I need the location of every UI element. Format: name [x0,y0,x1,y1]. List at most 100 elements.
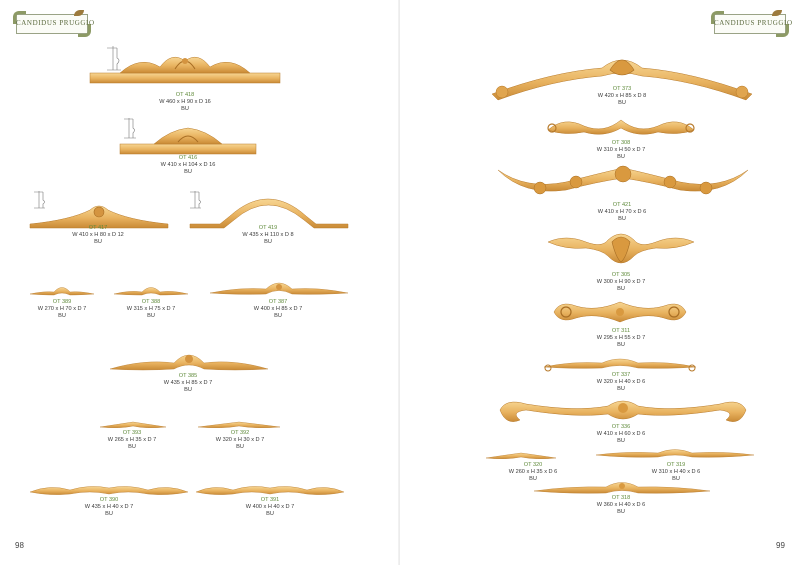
ornament-ot336 [496,396,750,430]
product-code: OT 388 [141,299,161,305]
product-code: OT 337 [611,372,631,378]
product-finish: BU [618,100,626,106]
ornament-ot373 [491,50,753,102]
catalog-page-left: Candidus Pruggio OT 418 W 460 x H 90 x D… [13,10,349,550]
product-finish: BU [617,509,625,515]
product-dimensions: W 315 x H 75 x D 7 [126,306,176,312]
ornament-ot392 [197,420,281,430]
ornament-ot419 [189,190,349,230]
product-dimensions: W 410 x H 80 x D 12 [72,232,124,238]
product-code: OT 418 [175,92,195,98]
product-finish: BU [529,476,537,482]
product-code: OT 417 [88,225,108,231]
product-finish: BU [105,511,113,517]
caption-ot318: OT 318 W 360 x H 40 x D 6 BU [581,495,661,516]
product-dimensions: W 400 x H 40 x D 7 [245,504,295,510]
brand-logo-right: Candidus Pruggio [711,10,793,37]
caption-ot336: OT 336 W 410 x H 60 x D 6 BU [581,424,661,445]
product-dimensions: W 270 x H 70 x D 7 [37,306,87,312]
ornament-ot308 [544,114,698,138]
product-finish: BU [128,444,136,450]
product-code: OT 387 [268,299,288,305]
product-finish: BU [617,438,625,444]
brand-logo-left: Candidus Pruggio [13,10,95,37]
ornament-ot318 [533,478,711,496]
ornament-ot389 [29,283,95,297]
product-dimensions: W 435 x H 110 x D 8 [242,232,294,238]
product-code: OT 311 [611,328,631,334]
product-code: OT 305 [611,272,631,278]
product-finish: BU [617,154,625,160]
caption-ot421: OT 421 W 410 x H 70 x D 6 BU [582,202,662,223]
profile-section-icon [124,118,136,139]
product-dimensions: W 410 x H 70 x D 6 [597,209,647,215]
product-code: OT 320 [523,462,543,468]
product-code: OT 373 [612,86,632,92]
product-code: OT 392 [230,430,250,436]
ornament-ot416 [119,122,257,156]
product-dimensions: W 435 x H 85 x D 7 [163,380,213,386]
caption-ot320: OT 320 W 260 x H 35 x D 6 BU [493,462,573,483]
profile-section-icon [190,191,201,209]
product-dimensions: W 410 x H 60 x D 6 [596,431,646,437]
catalog-page-right: Candidus Pruggio OT 373 W 420 x H 85 x D… [400,0,800,565]
product-dimensions: W 460 x H 90 x D 16 [159,99,211,105]
product-code: OT 319 [666,462,686,468]
product-finish: BU [274,313,282,319]
product-dimensions: W 310 x H 40 x D 6 [651,469,701,475]
profile-section-icon [107,46,121,71]
product-dimensions: W 310 x H 50 x D 7 [596,147,646,153]
product-code: OT 393 [122,430,142,436]
brand-logo-text: Candidus Pruggio [16,19,95,27]
product-finish: BU [672,476,680,482]
ornament-ot417 [29,200,169,229]
caption-ot416: OT 416 W 410 x H 104 x D 16 BU [148,155,228,176]
ornament-ot305 [546,228,696,270]
ornament-ot385 [109,347,269,373]
caption-ot419: OT 419 W 435 x H 110 x D 8 BU [228,225,308,246]
product-dimensions: W 300 x H 90 x D 7 [596,279,646,285]
product-finish: BU [181,106,189,112]
caption-ot373: OT 373 W 420 x H 85 x D 8 BU [582,86,662,107]
product-finish: BU [184,169,192,175]
product-dimensions: W 360 x H 40 x D 6 [596,502,646,508]
product-code: OT 391 [260,497,280,503]
product-dimensions: W 420 x H 85 x D 8 [597,93,647,99]
ornament-ot388 [113,283,189,297]
ornament-ot337 [542,355,698,373]
product-finish: BU [147,313,155,319]
ornament-ot421 [496,160,750,200]
caption-ot319: OT 319 W 310 x H 40 x D 6 BU [636,462,716,483]
product-finish: BU [236,444,244,450]
ornament-ot391 [195,482,345,498]
ornament-ot311 [552,298,688,326]
caption-ot308: OT 308 W 310 x H 50 x D 7 BU [581,140,661,161]
page-number-left: 98 [15,541,24,550]
caption-ot389: OT 389 W 270 x H 70 x D 7 BU [22,299,102,320]
product-code: OT 389 [52,299,72,305]
product-dimensions: W 320 x H 30 x D 7 [215,437,265,443]
caption-ot385: OT 385 W 435 x H 85 x D 7 BU [148,373,228,394]
product-finish: BU [94,239,102,245]
product-code: OT 416 [178,155,198,161]
caption-ot417: OT 417 W 410 x H 80 x D 12 BU [58,225,138,246]
product-code: OT 421 [612,202,632,208]
caption-ot391: OT 391 W 400 x H 40 x D 7 BU [230,497,310,518]
product-code: OT 385 [178,373,198,379]
caption-ot388: OT 388 W 315 x H 75 x D 7 BU [111,299,191,320]
caption-ot392: OT 392 W 320 x H 30 x D 7 BU [200,430,280,451]
leaf-ornament-icon [74,10,84,16]
ornament-ot418 [89,47,281,89]
product-dimensions: W 400 x H 85 x D 7 [253,306,303,312]
product-finish: BU [58,313,66,319]
caption-ot337: OT 337 W 320 x H 40 x D 6 BU [581,372,661,393]
caption-ot393: OT 393 W 265 x H 35 x D 7 BU [92,430,172,451]
product-dimensions: W 260 x H 35 x D 6 [508,469,558,475]
brand-logo-text: Candidus Pruggio [714,19,793,27]
product-code: OT 419 [258,225,278,231]
product-dimensions: W 265 x H 35 x D 7 [107,437,157,443]
product-code: OT 336 [611,424,631,430]
page-number-right: 99 [776,541,785,550]
product-dimensions: W 410 x H 104 x D 16 [160,162,216,168]
caption-ot311: OT 311 W 295 x H 55 x D 7 BU [581,328,661,349]
